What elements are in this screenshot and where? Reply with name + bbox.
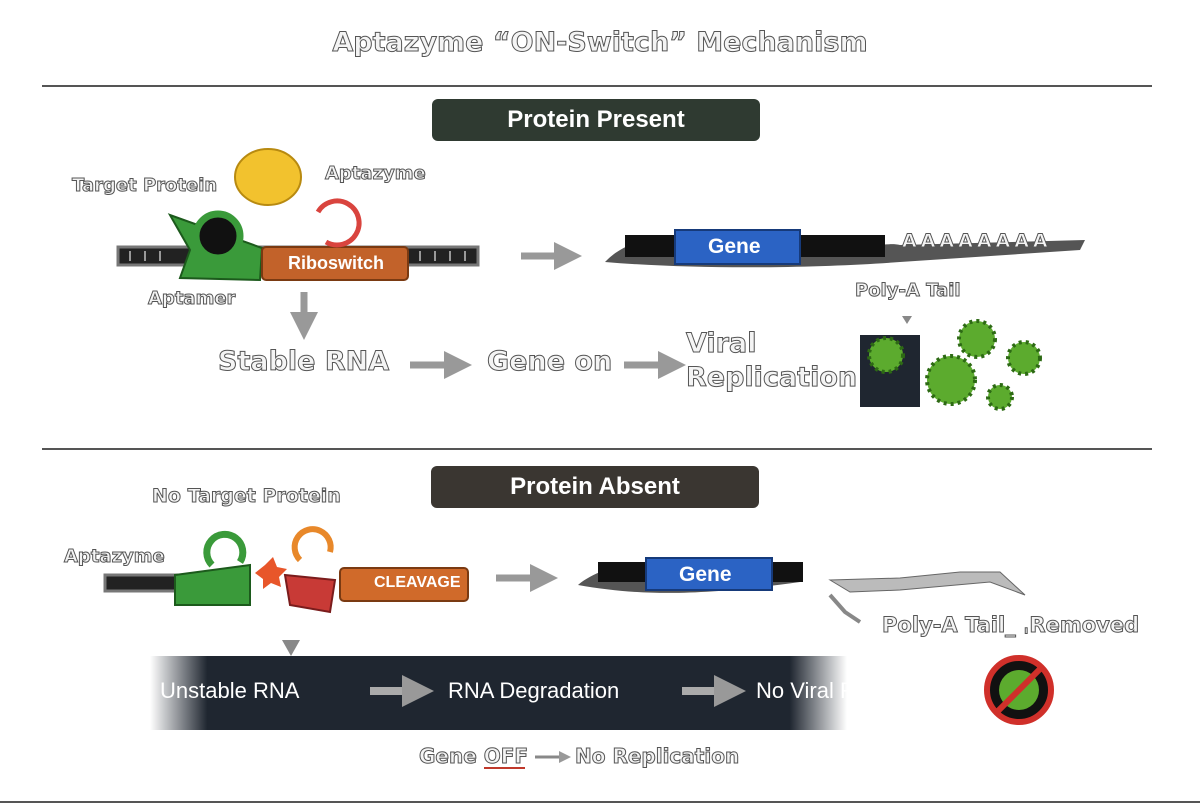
poly-a-sequence: AAAAAAAA [902, 230, 1052, 253]
mrna-absent [578, 557, 1026, 624]
cleavage-burst-icon [255, 557, 287, 589]
label-aptazyme-absent: Aptazyme [64, 546, 166, 568]
flow-rna-degradation: RNA Degradation [448, 678, 620, 703]
flow-unstable-rna: Unstable RNA [160, 678, 300, 703]
flow-no-viral-replication: No Viral Replication [756, 678, 949, 703]
label-cleavage: CLEAVAGE [374, 574, 461, 591]
label-riboswitch: Riboswitch [288, 253, 385, 273]
section-header-absent: Protein Absent [431, 466, 759, 508]
footer-no-replication: No Replication [574, 744, 740, 769]
rna-strand-absent [103, 526, 469, 614]
aptamer-shape [167, 210, 264, 282]
footer-gene-off: Gene OFF [418, 744, 529, 769]
flow-stable-rna: Stable RNA [217, 346, 390, 378]
flow-gene-on: Gene on [486, 346, 613, 378]
label-no-target-protein: No Target Protein [152, 485, 342, 508]
flow-viral: Viral [685, 328, 757, 360]
virus-cluster [860, 319, 1042, 411]
degraded-tail [828, 571, 1026, 596]
target-protein-blob [234, 148, 302, 206]
label-aptazyme: Aptazyme [325, 163, 427, 185]
no-virus-icon [984, 655, 1054, 725]
pointer-icon [902, 316, 912, 324]
label-aptamer: Aptamer [147, 288, 236, 310]
pointer-icon [282, 640, 300, 656]
riboswitch-block [261, 198, 409, 281]
section-header-present: Protein Present [432, 99, 760, 141]
label-poly-a-removed: Poly-A Tail_ ˌRemoved [881, 613, 1140, 638]
page-title: Aptazyme “ON-Switch” Mechanism [332, 27, 868, 59]
label-gene: Gene [708, 235, 761, 258]
flow-replication: Replication [685, 362, 858, 394]
outcome-band [150, 656, 970, 730]
label-gene-absent: Gene [679, 563, 732, 586]
label-poly-a-tail: Poly-A Tail [855, 280, 962, 302]
label-target-protein: Target Protein [71, 175, 218, 197]
mrna-present [605, 229, 1085, 268]
